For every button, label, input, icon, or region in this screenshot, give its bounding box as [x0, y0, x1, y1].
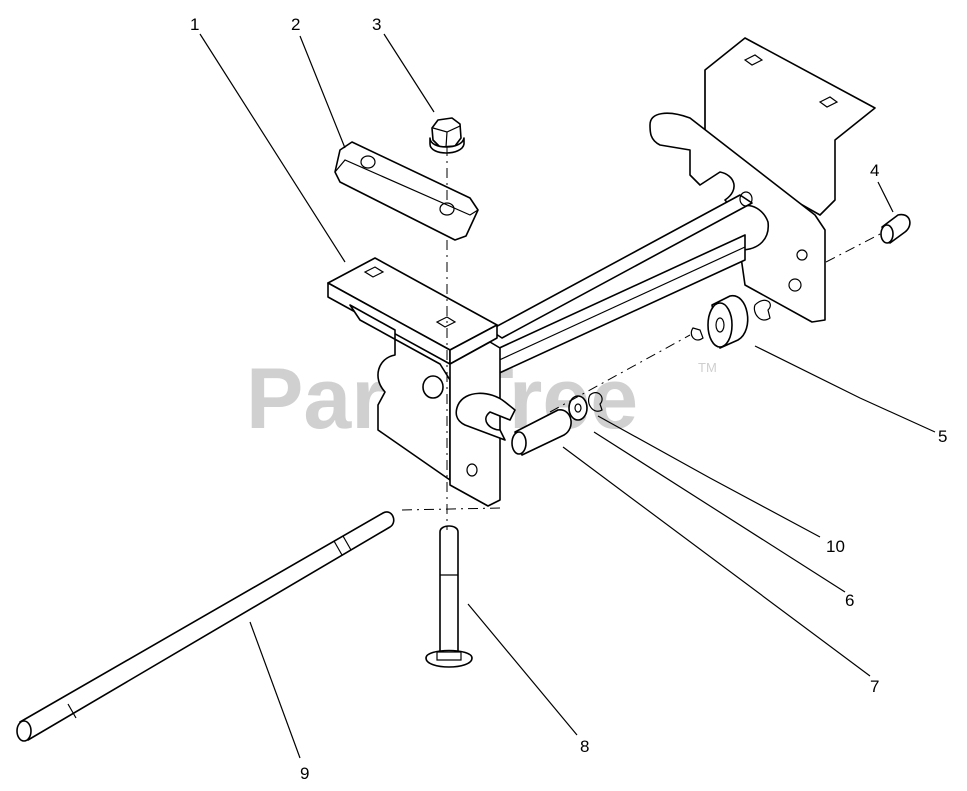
callout-5: 5: [938, 427, 947, 446]
long-shaft-assembly: [489, 191, 753, 376]
right-mounting-bracket: [649, 37, 876, 323]
flange-nut: [429, 117, 465, 154]
washer-and-clip: [568, 392, 603, 421]
callout-labels: 1 2 3 4 5 6 7 8 9 10: [190, 15, 947, 783]
leader-lines: [199, 33, 936, 759]
callout-9: 9: [300, 764, 309, 783]
assembly-axes: [401, 146, 885, 530]
left-bracket: [327, 257, 516, 507]
carriage-bolt: [425, 525, 473, 668]
callout-2: 2: [291, 15, 300, 34]
callout-3: 3: [372, 15, 381, 34]
bushing: [511, 409, 572, 456]
roller: [690, 295, 771, 349]
watermark-trademark: TM: [698, 360, 717, 375]
callout-6: 6: [845, 591, 854, 610]
callout-1: 1: [190, 15, 199, 34]
link-plate: [334, 141, 479, 241]
callout-10: 10: [826, 537, 845, 556]
callout-4: 4: [870, 161, 879, 180]
callout-8: 8: [580, 737, 589, 756]
rod: [16, 511, 395, 742]
callout-7: 7: [870, 677, 879, 696]
spacer: [880, 213, 911, 244]
